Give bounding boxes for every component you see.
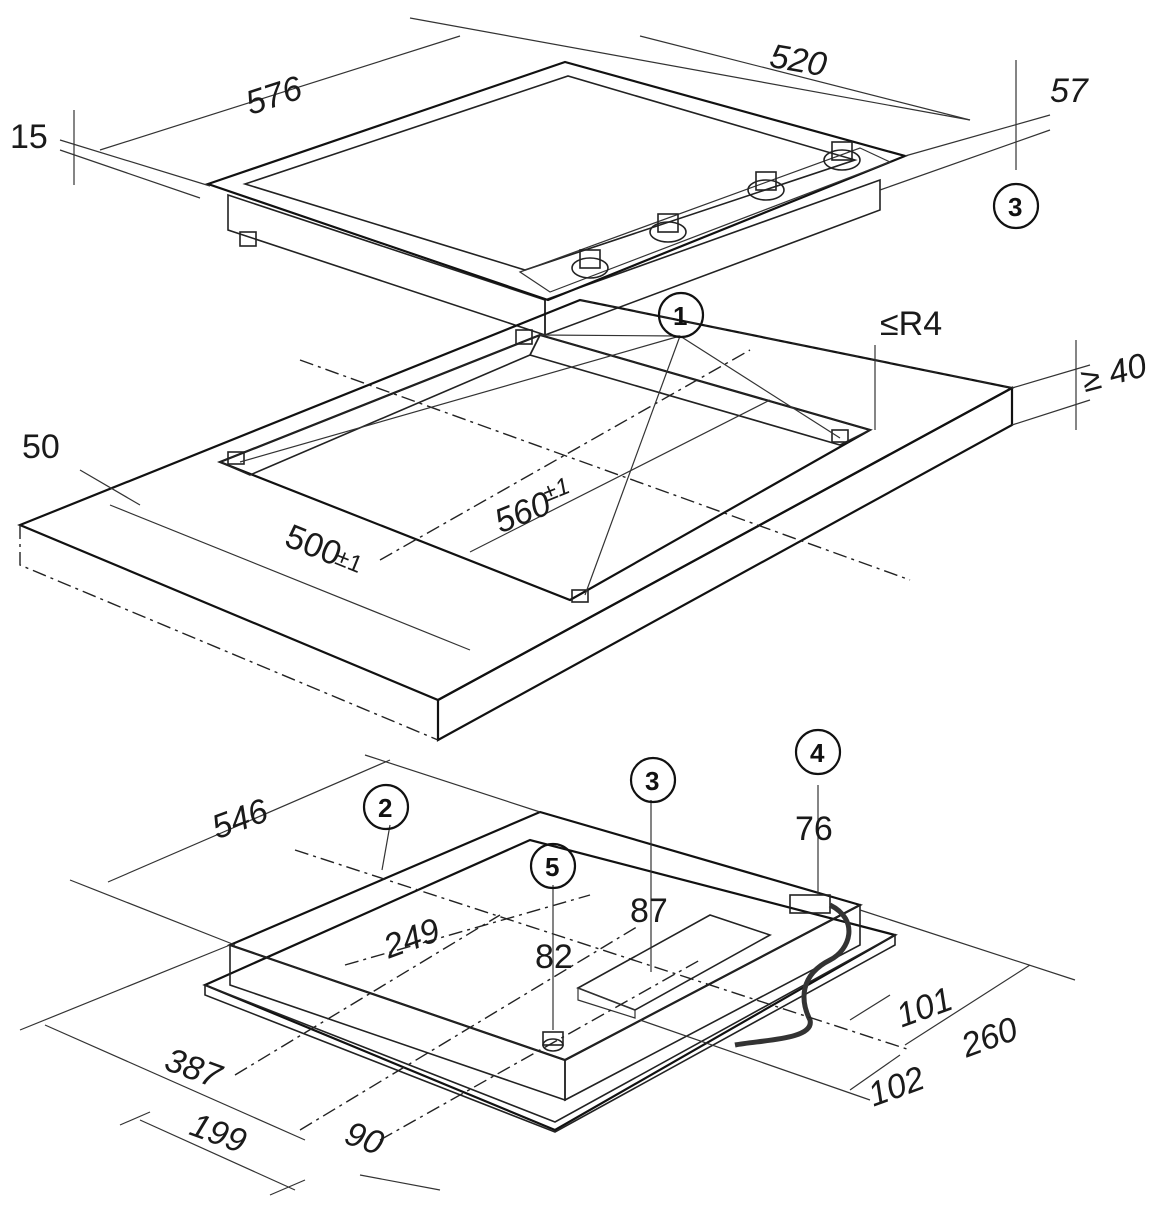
dim-15: 15 xyxy=(10,118,48,156)
hob-top-view xyxy=(59,17,1051,337)
dim-199: 199 xyxy=(185,1106,251,1161)
dim-82: 82 xyxy=(535,938,573,976)
dim-r4: ≤R4 xyxy=(880,305,942,343)
control-strip xyxy=(518,147,892,293)
dim-90: 90 xyxy=(340,1114,389,1163)
underside-body-side xyxy=(229,943,566,1102)
callout-1-label: 1 xyxy=(673,301,687,331)
hob-top-plate xyxy=(204,60,909,302)
base-plate xyxy=(202,838,898,1132)
callout-3-top-label: 3 xyxy=(1008,192,1022,222)
hob-underside xyxy=(19,754,1076,1196)
base-plate-edge xyxy=(204,933,896,1133)
dim-87: 87 xyxy=(630,892,668,930)
callout-5-label: 5 xyxy=(545,852,559,882)
dim-500: 500 ±1 xyxy=(280,517,366,579)
knob-icon xyxy=(571,249,609,279)
dim-260: 260 xyxy=(955,1010,1022,1065)
clip-icon xyxy=(571,589,589,603)
callout-3-bottom: 3 xyxy=(629,756,677,804)
dim-57: 57 xyxy=(1050,72,1089,110)
dim-546: 546 xyxy=(207,792,273,847)
worktop-front-edge xyxy=(436,386,1014,742)
knob-icon xyxy=(747,171,785,201)
dim-101: 101 xyxy=(891,980,957,1035)
connector-icon xyxy=(789,894,831,914)
cutout-shadow-left xyxy=(217,333,542,476)
hob-foot xyxy=(239,231,257,247)
knob-icon xyxy=(823,141,861,171)
control-knobs xyxy=(571,141,861,279)
callout-1: 1 xyxy=(657,291,705,339)
hob-body-front xyxy=(544,178,881,337)
underside-body-front xyxy=(564,903,861,1102)
dim-520: 520 xyxy=(767,37,830,84)
dim-560: 560 ±1 xyxy=(489,472,574,541)
dim-50: 50 xyxy=(22,428,60,466)
dim-40: ≥ 40 xyxy=(1077,346,1151,400)
callout-4: 4 xyxy=(794,728,842,776)
dim-387: 387 xyxy=(160,1041,227,1096)
dim-102: 102 xyxy=(863,1059,929,1114)
cutout-shadow xyxy=(528,334,873,446)
callout-5: 5 xyxy=(529,842,577,890)
dim-576: 576 xyxy=(241,69,307,123)
dim-76: 76 xyxy=(795,810,833,848)
underside-body-top xyxy=(226,810,863,1062)
clip-icon xyxy=(515,329,533,345)
callout-2-label: 2 xyxy=(378,793,392,823)
connection-box-side xyxy=(577,987,636,1019)
hob-body-side xyxy=(227,193,546,337)
worktop-cutout xyxy=(17,298,1091,742)
clip-icon xyxy=(227,451,245,465)
clip-icon xyxy=(831,429,849,443)
power-cable xyxy=(734,902,852,1048)
callout-4-label: 4 xyxy=(810,738,825,768)
callout-3-top: 3 xyxy=(992,182,1040,230)
hob-glass xyxy=(242,75,858,271)
knob-icon xyxy=(649,213,687,243)
callout-2: 2 xyxy=(362,783,410,831)
dim-249: 249 xyxy=(378,911,445,966)
callout-3-bottom-label: 3 xyxy=(645,766,659,796)
